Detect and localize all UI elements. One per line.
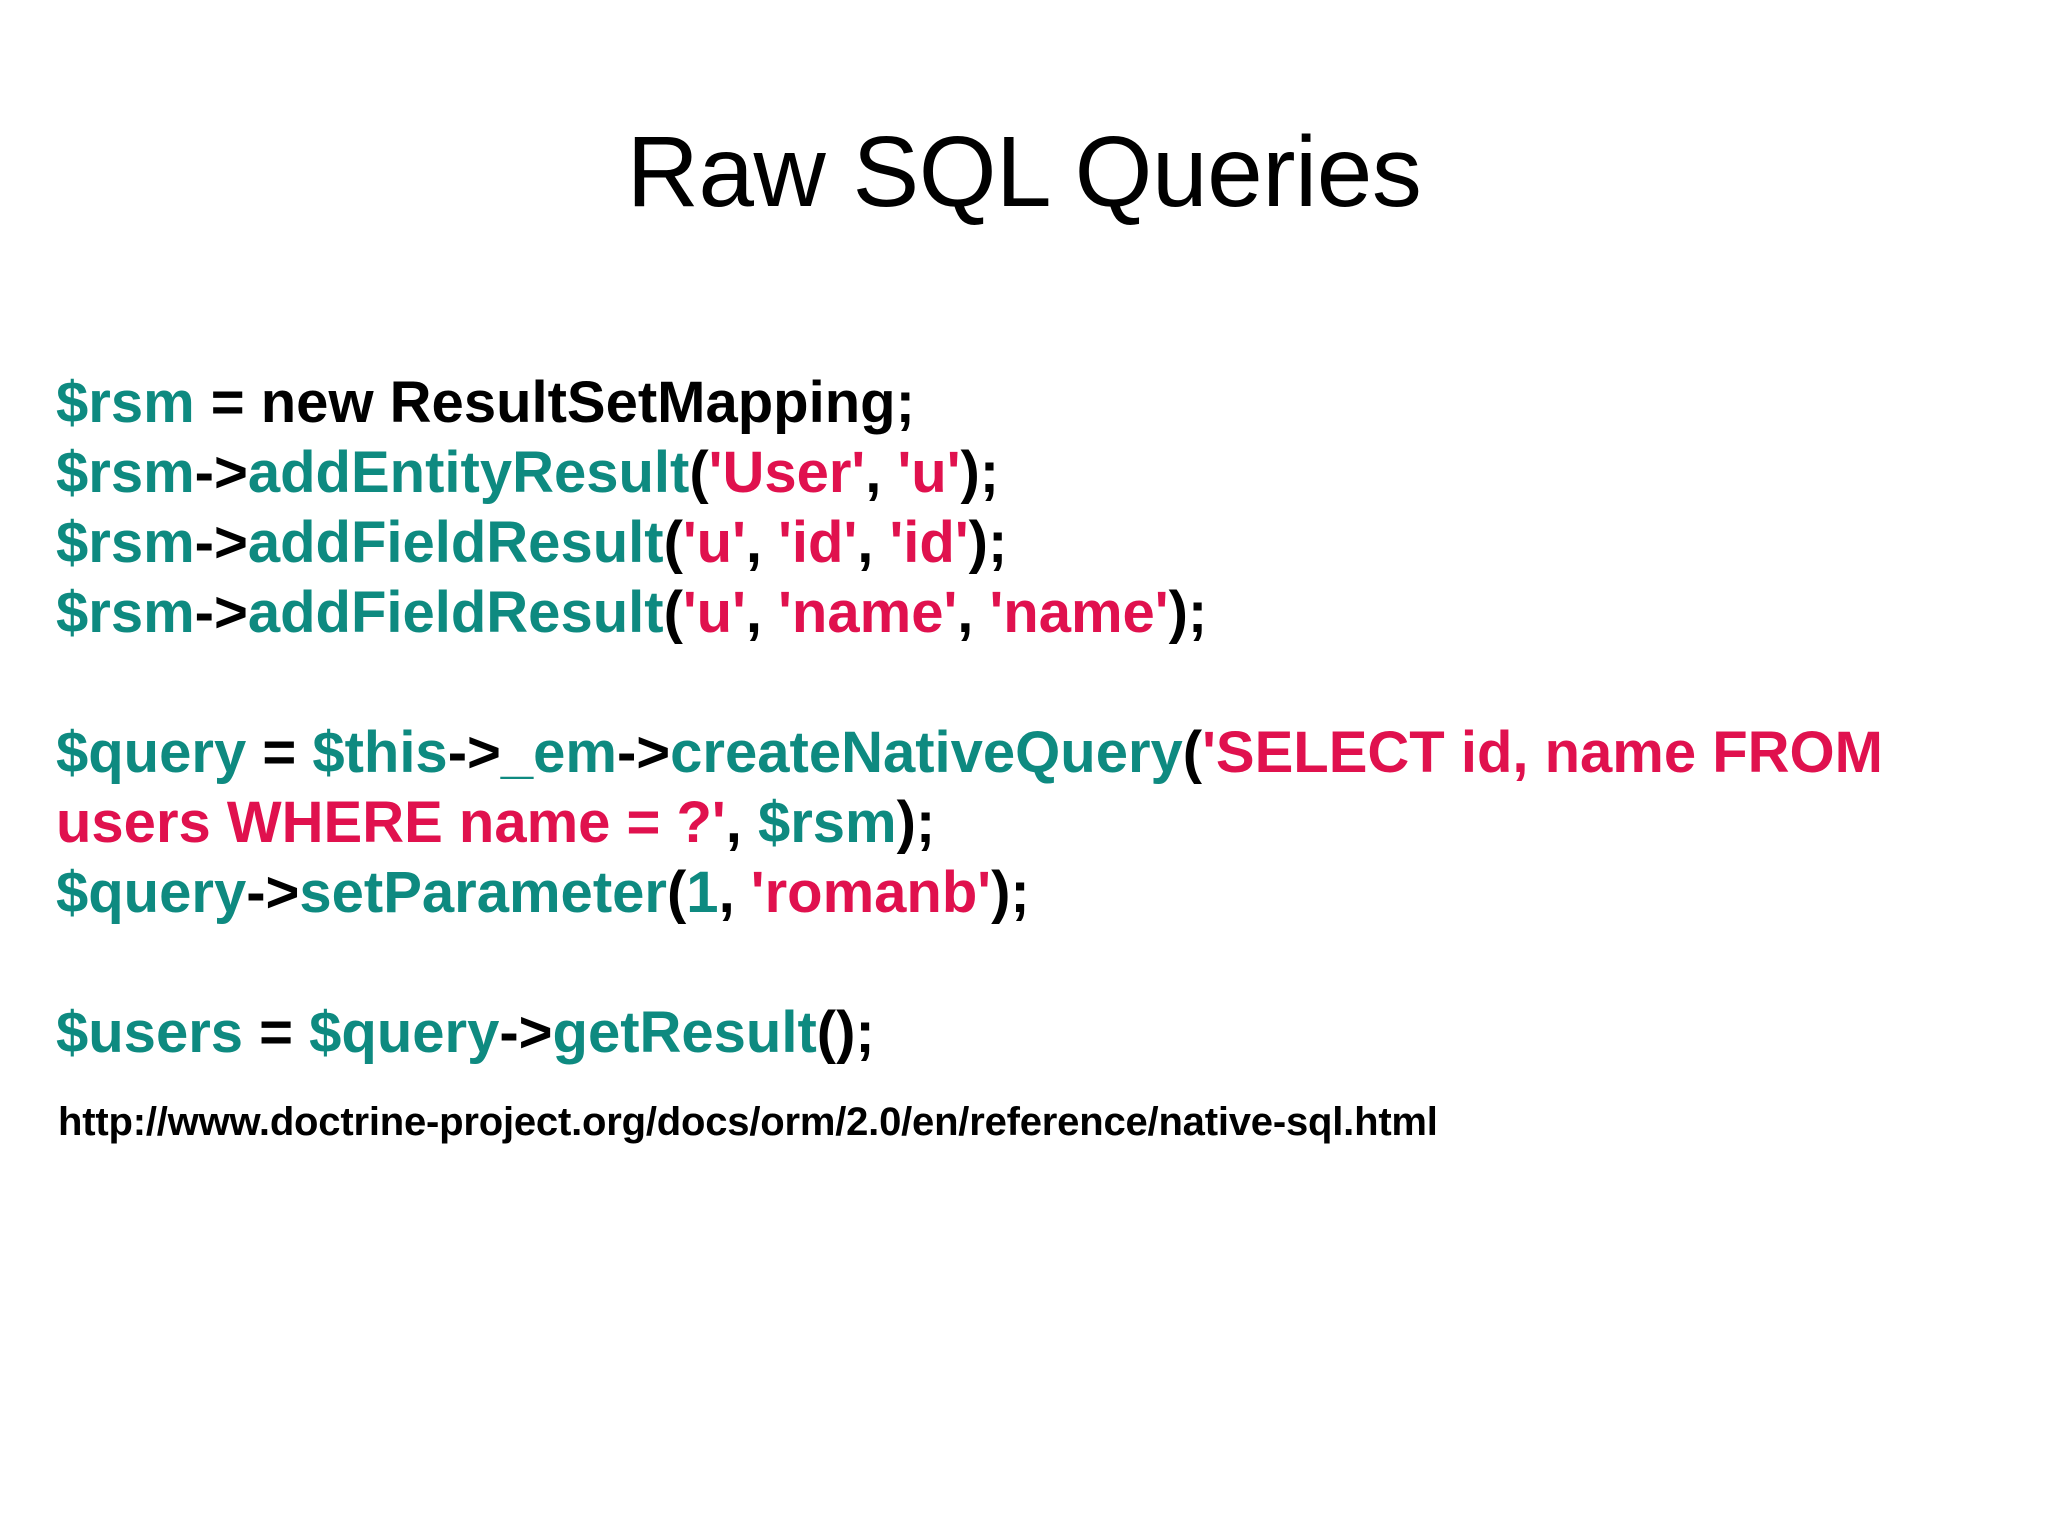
code-token-punct: -> bbox=[616, 720, 671, 785]
code-token-punct: ( bbox=[689, 440, 709, 505]
code-token-punct: ( bbox=[666, 860, 687, 925]
code-token-kw: = bbox=[243, 1000, 310, 1065]
code-token-punct: (); bbox=[816, 1000, 875, 1065]
code-token-punct: -> bbox=[194, 440, 248, 505]
code-token-var: $rsm bbox=[56, 510, 195, 575]
code-token-var: $users bbox=[56, 1000, 244, 1065]
code-token-var: $query bbox=[309, 1000, 500, 1065]
code-token-punct: ( bbox=[1182, 720, 1203, 785]
code-line: $rsm->addFieldResult('u', 'id', 'id'); bbox=[56, 508, 1956, 578]
code-token-kw: = new ResultSetMapping; bbox=[194, 370, 915, 435]
code-line: $rsm->addFieldResult('u', 'name', 'name'… bbox=[56, 578, 1956, 648]
code-token-punct: -> bbox=[447, 720, 501, 785]
code-token-var: $query bbox=[56, 860, 247, 925]
code-token-punct: -> bbox=[499, 1000, 553, 1065]
code-token-punct: , bbox=[865, 440, 898, 505]
code-token-punct: , bbox=[725, 790, 758, 855]
code-line: $rsm = new ResultSetMapping; bbox=[56, 368, 1956, 438]
code-line: $rsm->addEntityResult('User', 'u'); bbox=[56, 438, 1956, 508]
code-token-str: 'romanb' bbox=[750, 860, 992, 925]
code-token-punct: ); bbox=[968, 510, 1008, 575]
code-token-num: 1 bbox=[686, 860, 719, 925]
code-token-str: 'u' bbox=[897, 440, 961, 505]
code-token-punct: -> bbox=[194, 510, 248, 575]
code-token-var: $rsm bbox=[56, 440, 195, 505]
code-line: $users = $query->getResult(); bbox=[56, 998, 1956, 1068]
code-token-var: $query bbox=[56, 720, 247, 785]
code-token-str: 'User' bbox=[708, 440, 866, 505]
code-token-fn: addFieldResult bbox=[247, 510, 664, 575]
code-line bbox=[56, 928, 1956, 998]
code-line: $query = $this->_em->createNativeQuery('… bbox=[56, 718, 1956, 858]
code-token-fn: addFieldResult bbox=[247, 580, 664, 645]
code-token-fn: setParameter bbox=[299, 860, 667, 925]
code-token-str: 'name' bbox=[778, 580, 958, 645]
code-line bbox=[56, 648, 1956, 718]
code-token-str: 'name' bbox=[989, 580, 1169, 645]
code-token-str: 'u' bbox=[682, 580, 746, 645]
code-token-str: 'u' bbox=[682, 510, 746, 575]
code-token-fn: createNativeQuery bbox=[670, 720, 1183, 785]
reference-url: http://www.doctrine-project.org/docs/orm… bbox=[58, 1100, 1438, 1144]
code-token-fn: addEntityResult bbox=[247, 440, 690, 505]
code-token-str: 'SELECT id, name FROM users WHERE name =… bbox=[56, 720, 1900, 855]
code-block: $rsm = new ResultSetMapping;$rsm->addEnt… bbox=[56, 368, 1956, 1068]
code-line: $query->setParameter(1, 'romanb'); bbox=[56, 858, 1956, 928]
code-token-var: $this bbox=[312, 720, 448, 785]
code-token-punct: ); bbox=[991, 860, 1030, 925]
code-token-fn: getResult bbox=[552, 1000, 817, 1065]
code-token-punct: , bbox=[957, 580, 990, 645]
code-token-punct: ( bbox=[663, 510, 683, 575]
code-token-var: $rsm bbox=[56, 580, 195, 645]
code-token-punct: , bbox=[857, 510, 890, 575]
code-token-punct: ); bbox=[896, 790, 936, 855]
code-token-fn: _em bbox=[500, 720, 617, 785]
code-token-var: $rsm bbox=[757, 790, 897, 855]
code-token-punct: , bbox=[745, 510, 779, 575]
code-token-punct: -> bbox=[194, 580, 248, 645]
code-token-punct: ); bbox=[960, 440, 1000, 505]
code-token-punct: ( bbox=[663, 580, 683, 645]
code-token-var: $rsm bbox=[56, 370, 195, 435]
code-token-punct: ); bbox=[1168, 580, 1208, 645]
code-token-punct: , bbox=[718, 860, 751, 925]
code-token-str: 'id' bbox=[778, 510, 858, 575]
code-token-kw: = bbox=[246, 720, 313, 785]
code-token-punct: , bbox=[745, 580, 779, 645]
code-token-str: 'id' bbox=[889, 510, 969, 575]
page-title: Raw SQL Queries bbox=[626, 116, 1422, 228]
code-token-punct: -> bbox=[246, 860, 300, 925]
